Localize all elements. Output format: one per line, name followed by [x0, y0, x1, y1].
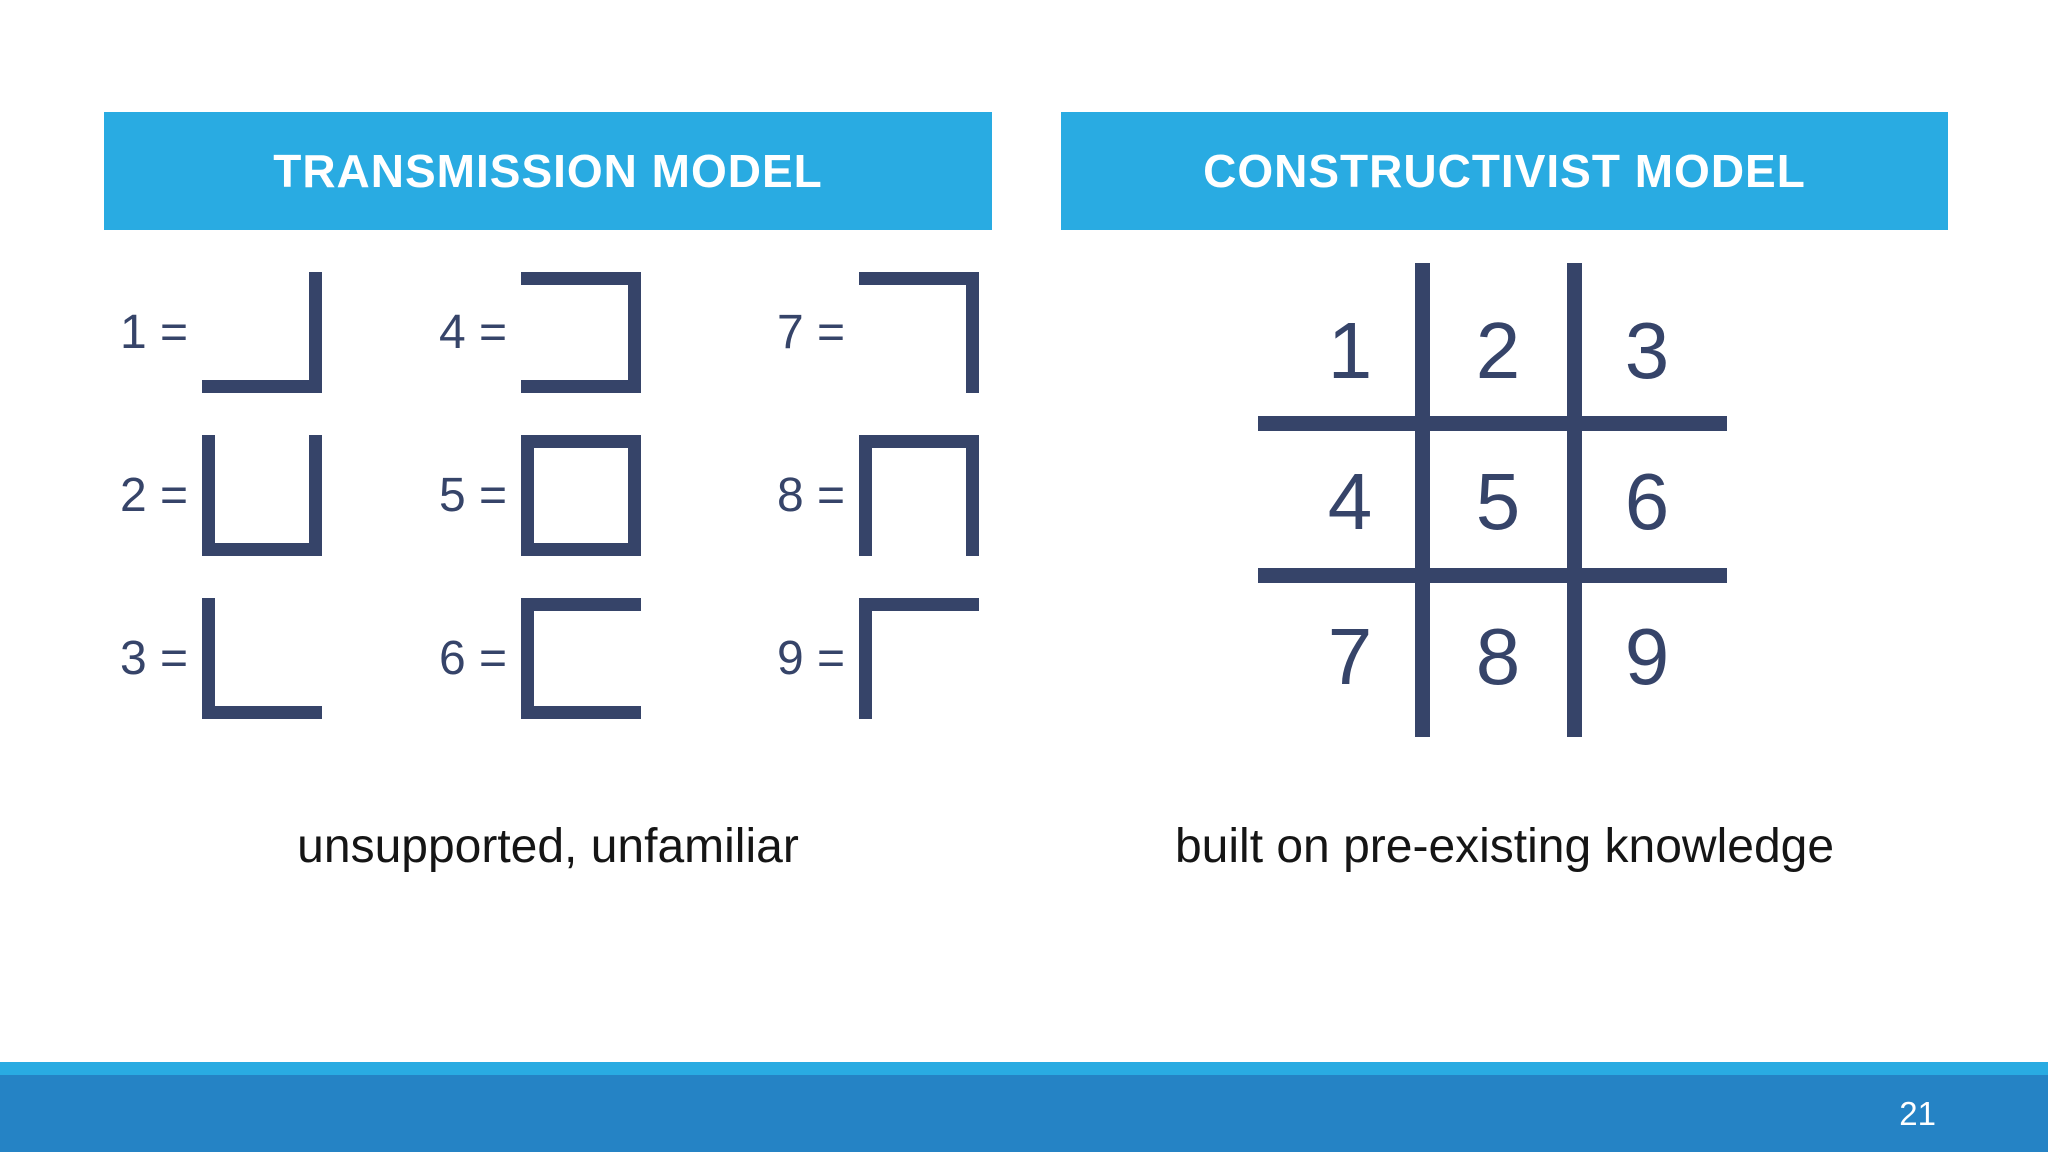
digit-shape-1 [202, 272, 322, 393]
digit-label: 7 = [776, 306, 845, 359]
transmission-model-header: TRANSMISSION MODEL [104, 112, 992, 230]
grid-number-7: 7 [1327, 612, 1373, 701]
grid-number-9: 9 [1624, 612, 1670, 701]
digit-mapping-item-4: 4 = [425, 272, 641, 393]
digit-label: 3 = [119, 632, 188, 685]
digit-shape-2 [202, 435, 322, 556]
digit-label: 6 = [438, 632, 507, 685]
grid-horizontal-line-bottom [1258, 568, 1727, 583]
footer-accent-strip [0, 1062, 2048, 1075]
digit-shape-4 [521, 272, 641, 393]
grid-number-8: 8 [1475, 612, 1521, 701]
grid-vertical-line-left [1415, 263, 1430, 737]
constructivist-caption: built on pre-existing knowledge [1174, 820, 1835, 873]
transmission-caption: unsupported, unfamiliar [297, 820, 799, 873]
digit-mapping-item-5: 5 = [425, 435, 641, 556]
digit-shape-5 [521, 435, 641, 556]
digit-shape-9 [859, 598, 979, 719]
digit-mapping-item-9: 9 = [763, 598, 979, 719]
digit-label: 4 = [438, 306, 507, 359]
digit-shape-3 [202, 598, 322, 719]
digit-label: 1 = [119, 306, 188, 359]
constructivist-model-header: CONSTRUCTIVIST MODEL [1061, 112, 1948, 230]
digit-mapping-item-1: 1 = [106, 272, 322, 393]
grid-number-3: 3 [1624, 306, 1670, 395]
digit-mapping-item-6: 6 = [425, 598, 641, 719]
digit-mapping-item-3: 3 = [106, 598, 322, 719]
transmission-model-title: TRANSMISSION MODEL [273, 145, 823, 197]
grid-horizontal-line-top [1258, 416, 1727, 431]
constructivist-model-title: CONSTRUCTIVIST MODEL [1203, 145, 1806, 197]
grid-number-5: 5 [1475, 457, 1521, 546]
grid-number-6: 6 [1624, 457, 1670, 546]
digit-label: 5 = [438, 469, 507, 522]
digit-label: 9 = [776, 632, 845, 685]
grid-number-2: 2 [1475, 306, 1521, 395]
digit-mapping-item-2: 2 = [106, 435, 322, 556]
digit-shape-8 [859, 435, 979, 556]
footer-bar: 21 [0, 1075, 2048, 1152]
grid-number-4: 4 [1327, 457, 1373, 546]
digit-label: 8 = [776, 469, 845, 522]
grid-number-1: 1 [1327, 306, 1373, 395]
digit-mapping-item-8: 8 = [763, 435, 979, 556]
digit-shape-6 [521, 598, 641, 719]
grid-vertical-line-right [1567, 263, 1582, 737]
digit-shape-7 [859, 272, 979, 393]
digit-mapping-item-7: 7 = [763, 272, 979, 393]
digit-label: 2 = [119, 469, 188, 522]
page-number: 21 [1899, 1094, 1936, 1132]
